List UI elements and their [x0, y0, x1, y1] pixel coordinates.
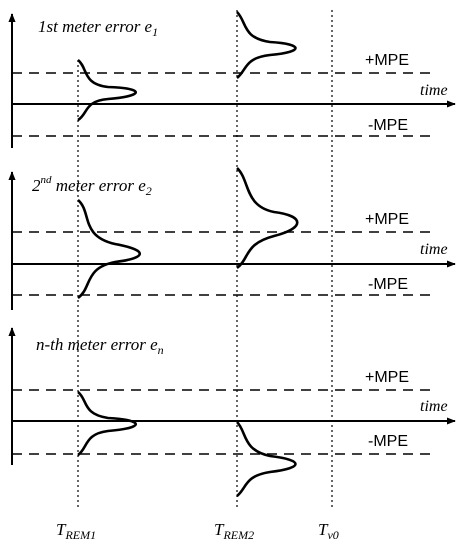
panel-3-minus-mpe-label: -MPE — [368, 433, 408, 450]
panel-3: n-th meter error en +MPE -MPE time — [8, 327, 456, 498]
panel-2-distribution-trem1 — [77, 199, 141, 300]
panel-2: 2nd meter error e2 +MPE -MPE time — [8, 167, 456, 310]
panel-2-distribution-trem2 — [236, 167, 299, 270]
panel-1-distribution-trem1 — [77, 58, 138, 122]
panel-2-time-label: time — [420, 241, 448, 258]
panel-3-plus-mpe-label: +MPE — [365, 369, 409, 386]
panel-2-plus-mpe-label: +MPE — [365, 211, 409, 228]
panel-1-title: 1st meter error e1 — [38, 17, 158, 39]
panel-1-time-label: time — [420, 82, 448, 99]
panel-3-distribution-trem2 — [235, 421, 297, 498]
panel-2-title: 2nd meter error e2 — [32, 174, 152, 198]
panel-1: 1st meter error e1 +MPE -MPE time — [8, 11, 456, 148]
t-rem2-label: TREM2 — [214, 520, 254, 542]
t-v0-label: Tv0 — [318, 520, 339, 542]
panel-2-minus-mpe-label: -MPE — [368, 276, 408, 293]
panel-3-distribution-trem1 — [77, 390, 138, 457]
panel-3-title: n-th meter error en — [36, 335, 164, 357]
panel-1-distribution-trem2 — [236, 11, 297, 80]
t-rem1-label: TREM1 — [56, 520, 96, 542]
panel-1-plus-mpe-label: +MPE — [365, 52, 409, 69]
time-markers: TREM1 TREM2 Tv0 — [56, 520, 339, 542]
panel-1-minus-mpe-label: -MPE — [368, 117, 408, 134]
reference-lines — [77, 10, 333, 510]
panel-3-time-label: time — [420, 398, 448, 415]
